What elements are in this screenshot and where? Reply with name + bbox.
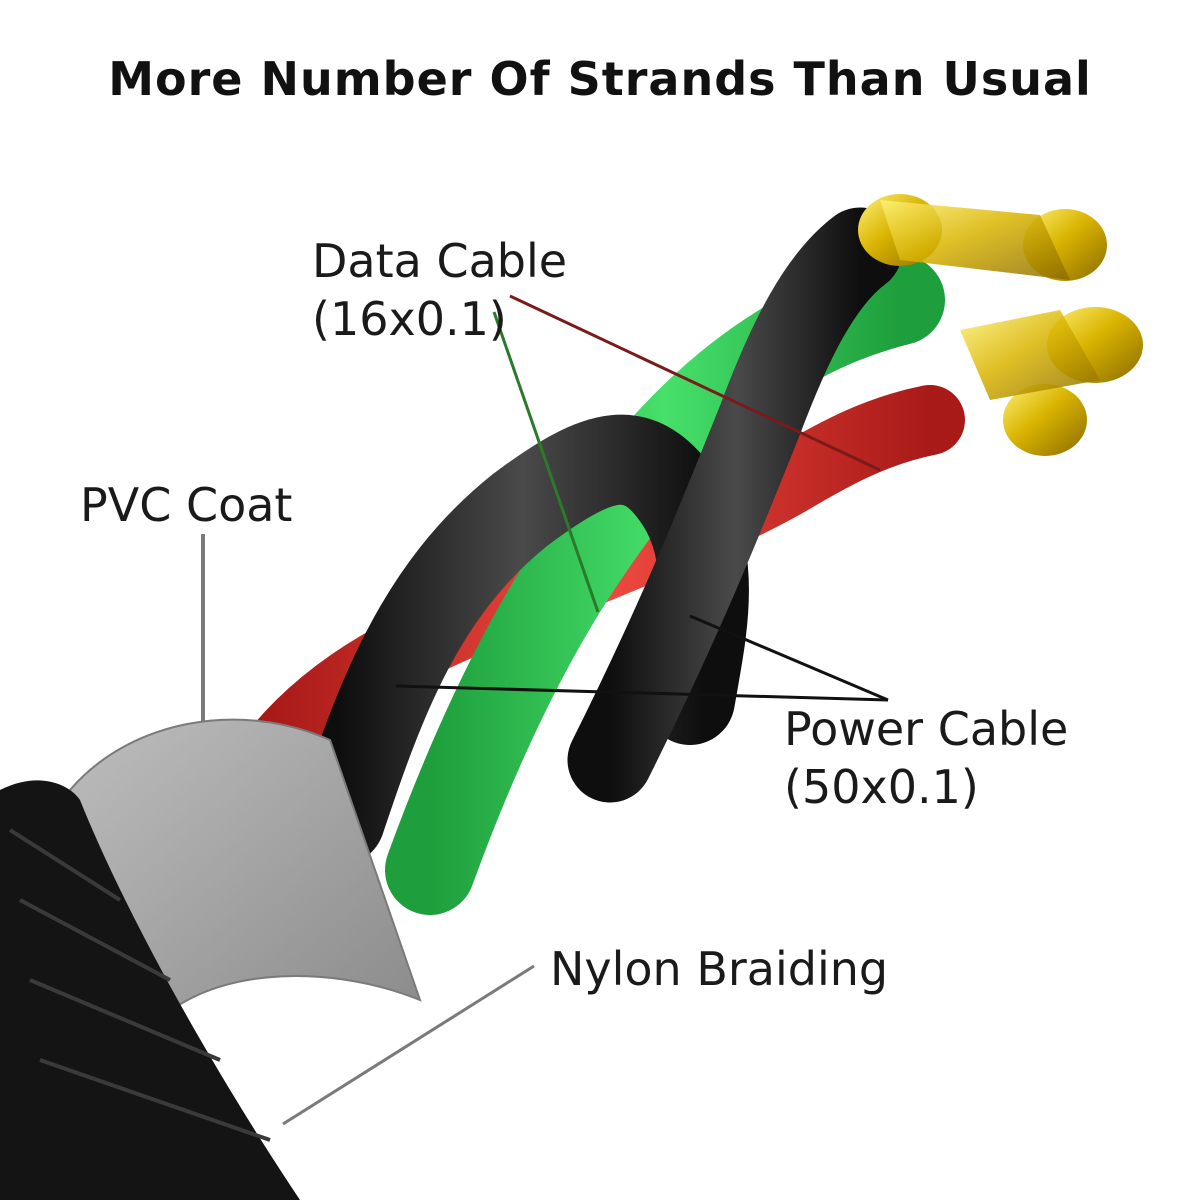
pointer-nylon-braiding (282, 964, 535, 1126)
label-data-cable: Data Cable (16x0.1) (312, 232, 567, 348)
nylon-braiding (0, 780, 300, 1200)
label-data-cable-name: Data Cable (312, 234, 568, 288)
gold-tips (858, 194, 1143, 456)
label-power-cable-spec: (50x0.1) (784, 760, 979, 814)
black-wire-top (567, 207, 903, 803)
pointer-power-cable-upper (689, 614, 889, 702)
pointer-power-cable-lower (395, 684, 889, 702)
label-power-cable-name: Power Cable (784, 702, 1069, 756)
label-power-cable: Power Cable (50x0.1) (784, 700, 1068, 816)
label-pvc-coat: PVC Coat (80, 478, 293, 532)
page-title: More Number Of Strands Than Usual (108, 52, 1092, 106)
pvc-coat-sleeve (68, 718, 422, 1033)
label-nylon-braiding: Nylon Braiding (550, 942, 889, 996)
pointer-data-cable-red (509, 294, 881, 472)
pointer-data-cable-green (492, 311, 600, 613)
label-data-cable-spec: (16x0.1) (312, 292, 507, 346)
